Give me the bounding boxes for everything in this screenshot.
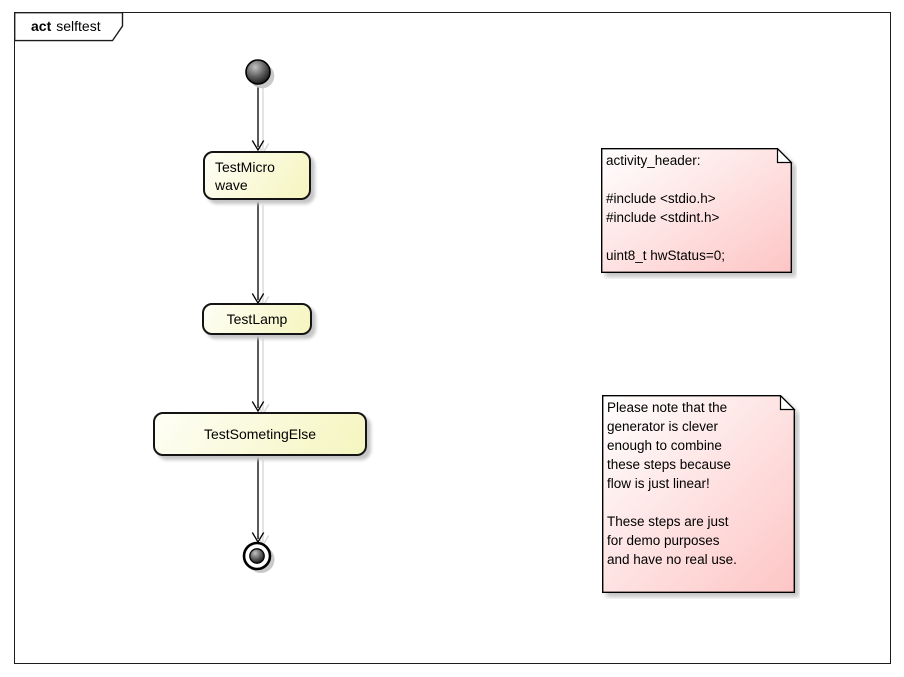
note-activity-header[interactable]: activity_header: #include <stdio.h> #inc… bbox=[601, 148, 797, 279]
action-testmicro-wave[interactable]: TestMicro wave bbox=[203, 151, 311, 200]
action-testsometingelse[interactable]: TestSometingElse bbox=[153, 412, 367, 456]
frame-title-text: selftest bbox=[56, 18, 101, 34]
action-label: TestMicro wave bbox=[215, 158, 275, 193]
note-shape bbox=[601, 148, 793, 273]
note-fold-icon bbox=[779, 395, 796, 411]
edge-action2-to-action3[interactable] bbox=[251, 336, 265, 413]
note-shape bbox=[602, 395, 796, 593]
frame-tab-shape bbox=[14, 12, 124, 42]
frame-tab bbox=[14, 12, 124, 42]
note-text: Please note that the generator is clever… bbox=[607, 400, 737, 567]
arrowhead-icon bbox=[251, 140, 265, 152]
action-testlamp[interactable]: TestLamp bbox=[202, 303, 312, 335]
final-node[interactable] bbox=[242, 541, 275, 573]
action-label: TestLamp bbox=[226, 311, 288, 327]
note-fold-icon bbox=[776, 148, 793, 164]
frame-kind-label: act bbox=[31, 18, 52, 34]
note-text: activity_header: #include <stdio.h> #inc… bbox=[606, 153, 725, 263]
initial-node[interactable] bbox=[245, 59, 271, 85]
edge-layer bbox=[251, 85, 265, 544]
arrowhead-icon bbox=[251, 401, 265, 413]
edge-initial-to-action1[interactable] bbox=[251, 85, 265, 152]
activity-frame bbox=[14, 12, 891, 664]
note-generator-comment[interactable]: Please note that the generator is clever… bbox=[602, 395, 800, 599]
action-label: TestSometingElse bbox=[203, 426, 317, 442]
